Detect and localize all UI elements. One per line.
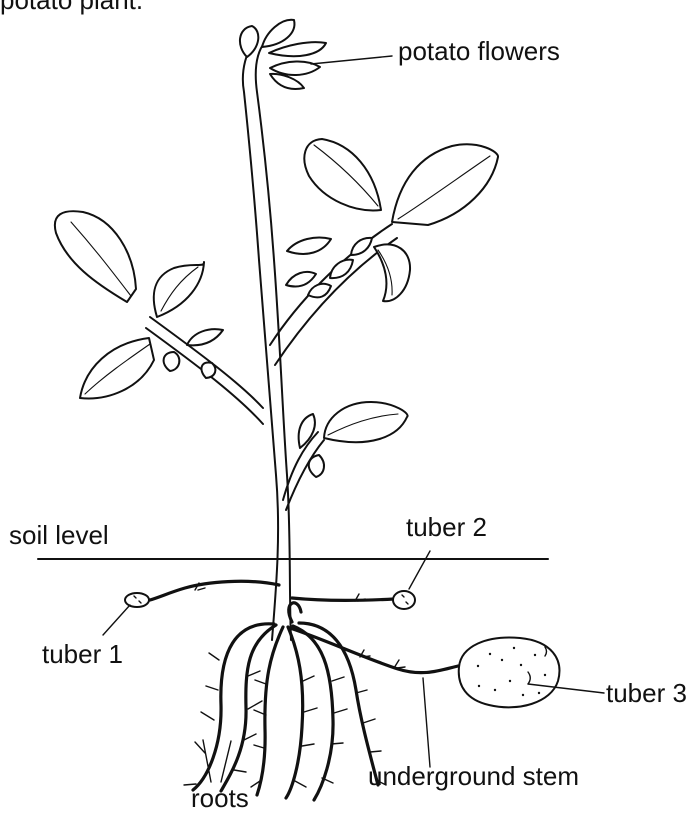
leaf-left-small	[154, 262, 204, 317]
label-tuber-1: tuber 1	[42, 641, 123, 667]
label-underground-stem: underground stem	[368, 763, 579, 789]
label-roots: roots	[191, 785, 249, 811]
leaf-left-mini-1	[187, 329, 223, 345]
leaf-right-top-large	[304, 139, 381, 210]
tuber-1-shape	[125, 593, 149, 607]
flower-bud-1	[240, 26, 258, 57]
label-tuber-3: tuber 3	[606, 680, 687, 706]
label-potato-flowers: potato flowers	[398, 38, 560, 64]
root-hairs-4	[295, 676, 317, 787]
root-4	[286, 627, 303, 798]
leaf-right-small-1	[287, 238, 331, 254]
underground-stem-right-upper	[292, 598, 394, 600]
underground-stem-right-lower	[290, 628, 458, 673]
right-branch-edge	[275, 238, 397, 365]
underground-stem-left	[150, 581, 279, 600]
label-soil-level: soil level	[9, 522, 109, 548]
leaf-left-mini-2	[164, 352, 180, 371]
leaf-right-small-3	[308, 284, 331, 297]
tuber-2-shape	[393, 591, 415, 609]
underground-stem-pointer	[423, 678, 430, 767]
leaf-left-mini-3	[201, 362, 215, 378]
leaf-lower-right-large	[324, 402, 408, 442]
root-5	[293, 626, 333, 800]
leaf-right-small-2	[286, 272, 316, 287]
flower-bud-2	[262, 20, 294, 47]
leaf-left-top	[55, 211, 136, 302]
root-3	[257, 627, 283, 795]
leaf-right-small-5	[351, 238, 372, 255]
label-tuber-2: tuber 2	[406, 514, 487, 540]
tuber-1-pointer	[103, 605, 130, 635]
tuber-2-pointer	[409, 551, 430, 589]
leaf-lower-right-small-1	[299, 414, 315, 448]
leaf-lower-right-small-2	[309, 455, 324, 477]
flower-bud-5	[270, 74, 304, 89]
tuber-3-shape	[459, 638, 560, 708]
root-hairs-1	[184, 653, 219, 785]
flower-pointer-line	[311, 56, 392, 64]
